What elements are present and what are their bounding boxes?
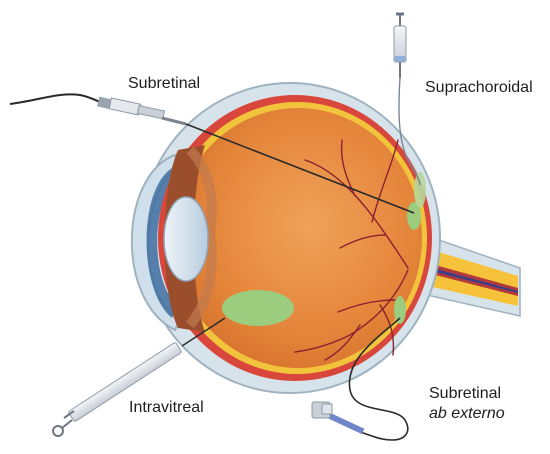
ab-externo-bleb <box>394 296 406 324</box>
label-subretinal-ab-externo-line2: ab externo <box>429 405 505 422</box>
intravitreal-bleb <box>222 290 294 326</box>
microcatheter-icon <box>311 317 409 441</box>
retinal-vessels <box>294 139 409 361</box>
label-subretinal-ab-externo: Subretinal ab externo <box>429 384 505 424</box>
anterior-chamber <box>146 168 180 318</box>
intravitreal-syringe-icon <box>52 317 226 437</box>
label-subretinal-ab-externo-line1: Subretinal <box>429 385 502 402</box>
label-suprachoroidal: Suprachoroidal <box>425 79 533 96</box>
subretinal-bleb <box>407 202 421 230</box>
syringe-icon <box>393 12 421 186</box>
lens <box>163 196 209 282</box>
label-intravitreal: Intravitreal <box>129 399 204 416</box>
subretinal-cannula-icon <box>9 93 415 214</box>
suprachoroidal-bleb <box>414 172 426 208</box>
label-subretinal: Subretinal <box>128 75 201 92</box>
